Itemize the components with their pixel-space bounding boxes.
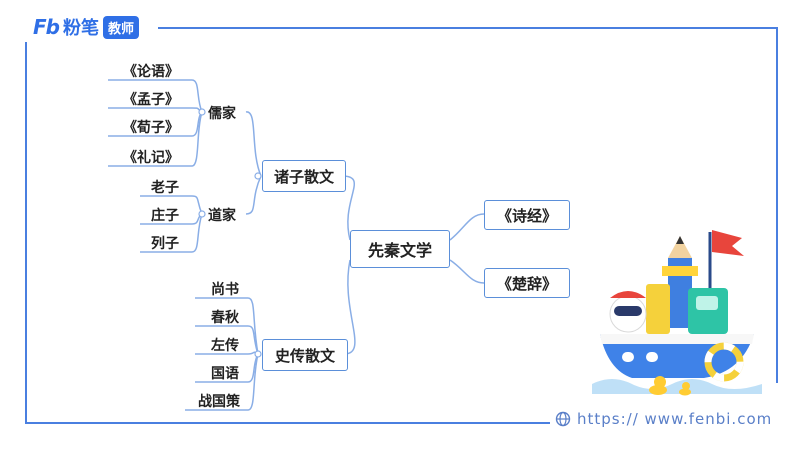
leaf-liji: 《礼记》: [123, 150, 179, 166]
brand-badge: 教师: [102, 15, 139, 39]
frame-top-border: [158, 27, 778, 29]
node-zhuzi-sanwen: 诸子散文: [262, 160, 346, 192]
brand-name: 粉笔: [62, 18, 99, 39]
link-shizhuan-guoyu: [195, 353, 259, 383]
leaf-guoyu: 国语: [211, 366, 239, 382]
junction-daojia: [198, 210, 206, 218]
junction-rujia: [198, 108, 206, 116]
frame-bottom-border: [25, 422, 550, 424]
brand-logo: Fb 粉笔 教师: [33, 14, 139, 40]
junction-shizhuan: [254, 350, 262, 358]
boat-illustration: [592, 230, 762, 396]
leaf-mengzi: 《孟子》: [123, 92, 179, 108]
frame-left-border: [25, 42, 27, 423]
link-rujia-liji: [108, 111, 203, 167]
url-text: https:// www.fenbi.com: [577, 410, 773, 428]
frame-right-border: [776, 27, 778, 383]
leaf-zhuangzi: 庄子: [151, 208, 179, 224]
link-rujia-lunyu: [108, 79, 203, 113]
footer-url[interactable]: https:// www.fenbi.com: [555, 410, 772, 428]
leaf-chunqiu: 春秋: [211, 310, 239, 326]
node-shizhuan-sanwen: 史传散文: [262, 339, 348, 371]
link-shizhuan-shangshu: [195, 297, 259, 355]
link-daojia-laozi: [140, 195, 203, 215]
junction-zhuzi: [254, 172, 262, 180]
link-zhuzi-daojia: [245, 175, 262, 215]
root-node: 先秦文学: [350, 230, 450, 268]
link-root-chuci: [449, 259, 485, 284]
label-daojia: 道家: [208, 208, 236, 224]
leaf-lunyu: 《论语》: [123, 64, 179, 80]
leaf-liezi: 列子: [151, 236, 179, 252]
label-rujia: 儒家: [208, 106, 236, 122]
globe-icon: [555, 411, 571, 427]
leaf-zuozhuan: 左传: [211, 338, 239, 354]
link-daojia-liezi: [140, 213, 203, 253]
link-zhuzi-rujia: [245, 111, 262, 177]
node-shijing: 《诗经》: [484, 200, 570, 230]
leaf-xunzi: 《荀子》: [123, 120, 179, 136]
link-shizhuan-chunqiu: [195, 325, 259, 355]
link-shizhuan-zhanguoce: [185, 353, 259, 411]
link-root-shizhuan: [343, 259, 356, 355]
link-root-zhuzi: [341, 175, 355, 241]
link-root-shijing: [449, 213, 485, 241]
leaf-zhanguoce: 战国策: [198, 394, 240, 410]
logo-mark: Fb: [33, 15, 60, 39]
leaf-laozi: 老子: [151, 180, 179, 196]
node-chuci: 《楚辞》: [484, 268, 570, 298]
leaf-shangshu: 尚书: [211, 282, 239, 298]
